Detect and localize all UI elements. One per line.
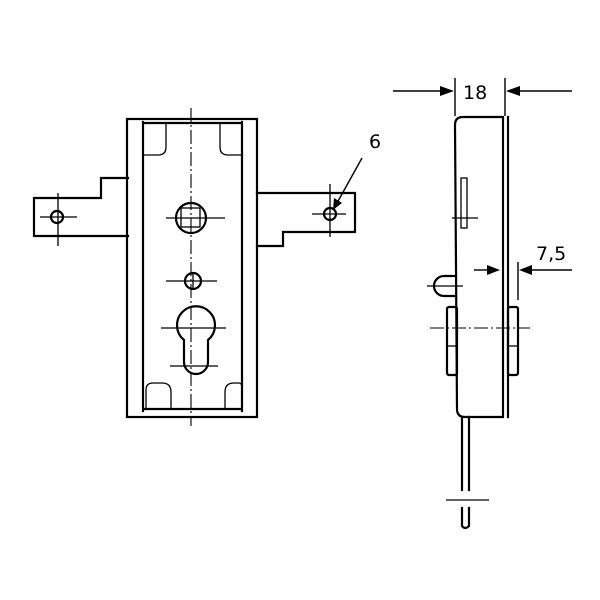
left-mounting-lug (32, 176, 130, 238)
arrow-left-small-icon (519, 265, 532, 275)
outer-case (125, 117, 259, 419)
side-view: 18 7,5 (393, 78, 572, 530)
faceplate-offset-label: 7,5 (536, 243, 566, 265)
side-case-body (453, 115, 505, 419)
arrow-right-icon (440, 86, 454, 96)
bottom-left-notch (145, 382, 172, 409)
leader-arrow-icon (333, 198, 342, 210)
bolt-slot-icon (460, 177, 468, 229)
cylinder-keyhole-icon (175, 305, 217, 376)
bottom-right-notch (224, 382, 243, 409)
inner-plate (141, 120, 244, 413)
bottom-spindle (460, 415, 471, 492)
right-mounting-lug (255, 191, 357, 248)
right-rosette (506, 305, 520, 377)
top-left-notch (143, 124, 167, 156)
spindle-tip (460, 506, 471, 530)
left-rosette (445, 305, 459, 377)
front-view: 6 (32, 108, 381, 426)
arrow-left-icon (506, 86, 520, 96)
top-right-notch (219, 124, 242, 156)
case-depth-label: 18 (463, 82, 487, 104)
arrow-right-small-icon (487, 265, 500, 275)
hole-diameter-label: 6 (369, 131, 381, 153)
hole-dimension-leader (336, 157, 363, 204)
